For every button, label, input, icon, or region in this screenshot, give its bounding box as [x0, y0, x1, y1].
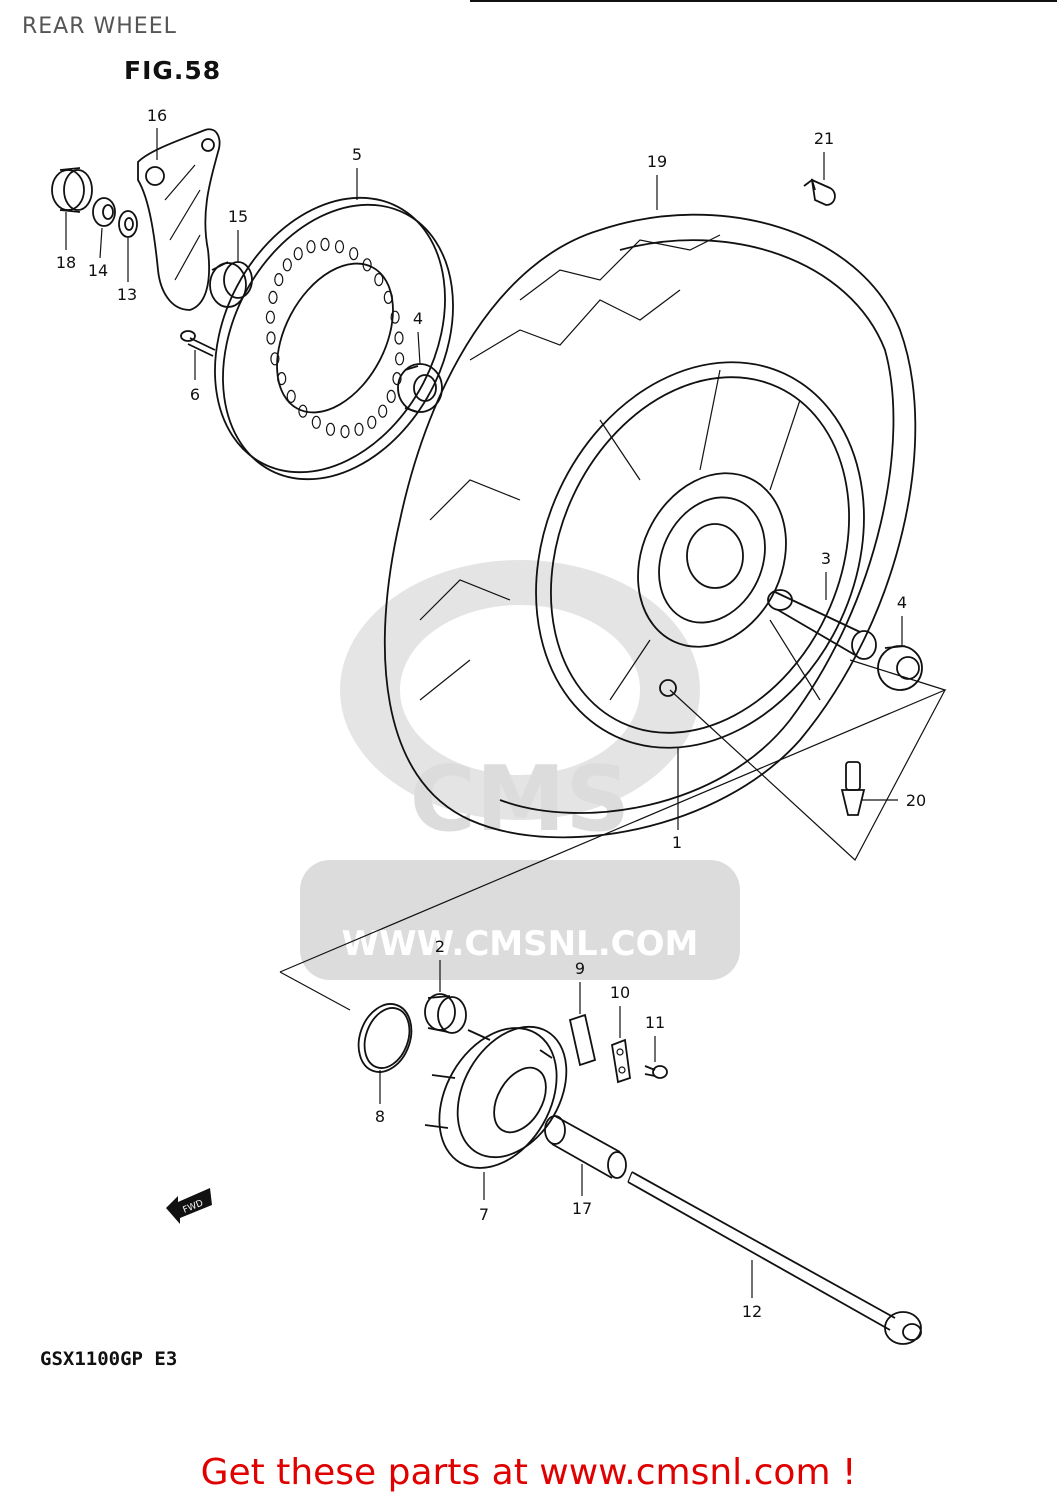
disc-hole	[325, 422, 336, 436]
part-number-5[interactable]: 5	[352, 145, 362, 164]
caliper-bracket	[137, 128, 221, 311]
disc-hole	[298, 404, 308, 418]
disc-hole	[311, 415, 321, 429]
disc-hole	[265, 310, 275, 324]
figure-label: FIG.58	[124, 56, 222, 85]
part-number-11[interactable]: 11	[645, 1013, 665, 1032]
rear-wheel-rim	[535, 361, 865, 749]
cta-link[interactable]: Get these parts at www.cmsnl.com !	[200, 1452, 857, 1493]
part-number-18[interactable]: 18	[56, 253, 76, 272]
bearing-right	[877, 645, 923, 691]
disc-hole	[378, 404, 388, 418]
model-code: GSX1100GP E3	[40, 1348, 178, 1370]
sprocket-drum-7	[424, 1025, 568, 1169]
disc-hole	[349, 247, 359, 261]
disc-hole	[367, 415, 377, 429]
disc-hole	[270, 352, 280, 366]
leader-line-14	[99, 227, 103, 259]
washer-13	[118, 210, 138, 238]
valve-20	[840, 761, 866, 816]
brake-disc	[214, 196, 454, 481]
disc-hole	[395, 352, 405, 366]
spacer-3	[767, 589, 877, 660]
part-number-14[interactable]: 14	[88, 261, 108, 280]
part-number-13[interactable]: 13	[117, 285, 137, 304]
nut-14	[92, 197, 116, 227]
part-number-15[interactable]: 15	[228, 207, 248, 226]
disc-hole	[383, 290, 393, 304]
part-number-12[interactable]: 12	[742, 1302, 762, 1321]
tire	[383, 213, 917, 839]
part-number-20[interactable]: 20	[906, 791, 926, 810]
spacer-17	[544, 1115, 627, 1179]
part-number-3[interactable]: 3	[821, 549, 831, 568]
disc-hole	[390, 310, 400, 324]
part-number-4[interactable]: 4	[897, 593, 907, 612]
disc-hole	[268, 290, 278, 304]
part-number-17[interactable]: 17	[572, 1199, 592, 1218]
o-ring-8	[357, 1003, 413, 1073]
disc-hole	[282, 258, 292, 272]
collar-18	[51, 167, 93, 213]
disc-hole	[293, 247, 303, 261]
part-number-4[interactable]: 4	[413, 309, 423, 328]
part-number-19[interactable]: 19	[647, 152, 667, 171]
disc-hole	[274, 273, 284, 287]
disc-hole	[392, 372, 402, 386]
disc-hole	[354, 422, 364, 436]
part-number-16[interactable]: 16	[147, 106, 167, 125]
part-number-1[interactable]: 1	[672, 833, 682, 852]
disc-hole	[394, 331, 404, 345]
assembly-lines	[279, 659, 947, 1011]
disc-hole	[334, 240, 345, 254]
bearing-2	[424, 993, 467, 1034]
bolt-11	[644, 1065, 668, 1079]
part-number-10[interactable]: 10	[610, 983, 630, 1002]
disc-hole	[306, 240, 316, 254]
lock-washer-9	[568, 1013, 597, 1067]
disc-hole	[320, 237, 330, 251]
part-number-21[interactable]: 21	[814, 129, 834, 148]
balancer-21	[803, 178, 836, 206]
disc-hole	[277, 372, 287, 386]
watermark-url: WWW.CMSNL.COM	[342, 924, 699, 964]
part-number-2[interactable]: 2	[435, 937, 445, 956]
part-number-7[interactable]: 7	[479, 1205, 489, 1224]
fwd-arrow-icon: FWD	[166, 1188, 212, 1224]
disc-hole	[374, 273, 384, 287]
part-number-9[interactable]: 9	[575, 959, 585, 978]
disc-hole	[286, 389, 296, 403]
disc-hole	[266, 331, 276, 345]
axle-12	[627, 1171, 922, 1345]
disc-hole	[362, 258, 372, 272]
page-title: REAR WHEEL	[22, 14, 177, 39]
disc-hole	[340, 425, 350, 439]
plate-10	[610, 1038, 631, 1084]
part-number-8[interactable]: 8	[375, 1107, 385, 1126]
part-number-6[interactable]: 6	[190, 385, 200, 404]
cms-watermark: CMS WWW.CMSNL.COM	[300, 560, 740, 980]
disc-hole	[386, 389, 396, 403]
leader-line-4	[417, 331, 421, 365]
disc-bolt-6	[180, 330, 216, 357]
